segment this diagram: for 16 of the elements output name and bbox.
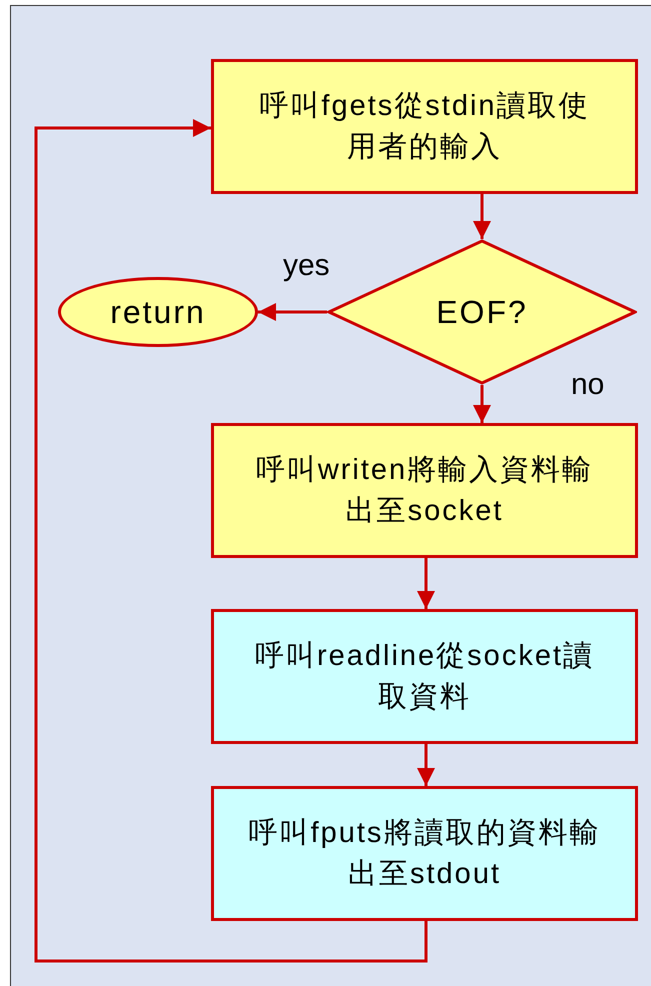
arrow xyxy=(417,558,435,609)
process-box xyxy=(211,59,638,194)
node-text: 呼叫fputs將讀取的資料輸出至stdout xyxy=(248,816,602,892)
node-text: 呼叫fgets從stdin讀取使用者的輸入 xyxy=(258,88,591,164)
process-box xyxy=(211,786,638,921)
arrow xyxy=(417,744,435,786)
process-box xyxy=(211,423,638,558)
node-text: 呼叫readline從socket讀取資料 xyxy=(254,638,595,714)
arrow xyxy=(258,303,327,321)
process-box xyxy=(211,609,638,744)
arrow xyxy=(473,194,491,239)
arrow xyxy=(473,385,491,423)
arrow xyxy=(34,119,428,962)
node-text: EOF? xyxy=(436,292,528,332)
node-text: return xyxy=(110,292,206,332)
node-text: 呼叫writen將輸入資料輸出至socket xyxy=(254,452,594,528)
